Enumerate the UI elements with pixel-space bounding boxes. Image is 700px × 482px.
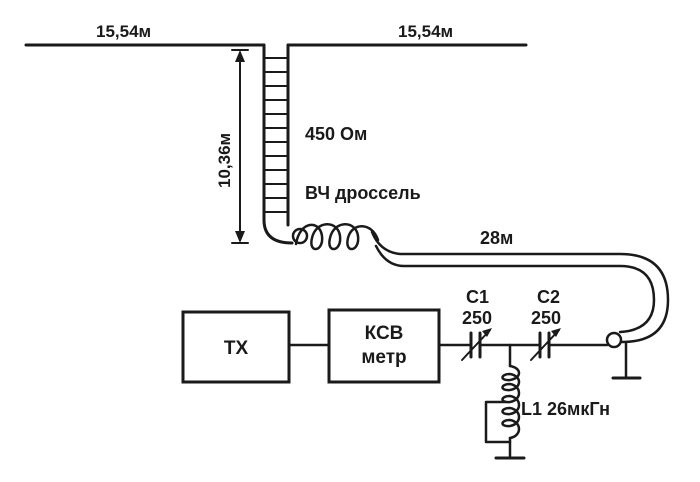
ladder-line	[262, 43, 294, 245]
swr-meter-block	[327, 308, 441, 384]
ladder-rungs	[263, 57, 289, 213]
coax-ground	[611, 341, 642, 380]
ladder-impedance-label: 450 Ом	[305, 124, 367, 144]
c2-name-label: C2	[537, 287, 560, 307]
ladder-height-label: 10,36м	[215, 133, 234, 188]
left-arm-length-label: 15,54м	[96, 22, 151, 41]
swr-meter-label-line1: КСВ	[365, 323, 404, 344]
coax-connector	[605, 331, 623, 349]
coax-length-label: 28м	[480, 228, 513, 248]
rf-choke-coil	[291, 223, 380, 251]
transmitter-block	[181, 310, 291, 384]
c2-value-label: 250	[531, 308, 561, 328]
l1-inductor	[484, 343, 526, 460]
transmitter-label: TX	[224, 338, 249, 359]
swr-meter-label-line2: метр	[361, 347, 406, 368]
coax-cable	[370, 230, 670, 349]
right-arm-length-label: 15,54м	[398, 22, 453, 41]
height-dimension-arrow	[231, 49, 249, 244]
l1-label: L1 26мкГн	[521, 399, 610, 419]
c1-value-label: 250	[462, 308, 492, 328]
rf-choke-label: ВЧ дроссель	[305, 183, 421, 203]
c1-name-label: C1	[466, 287, 489, 307]
